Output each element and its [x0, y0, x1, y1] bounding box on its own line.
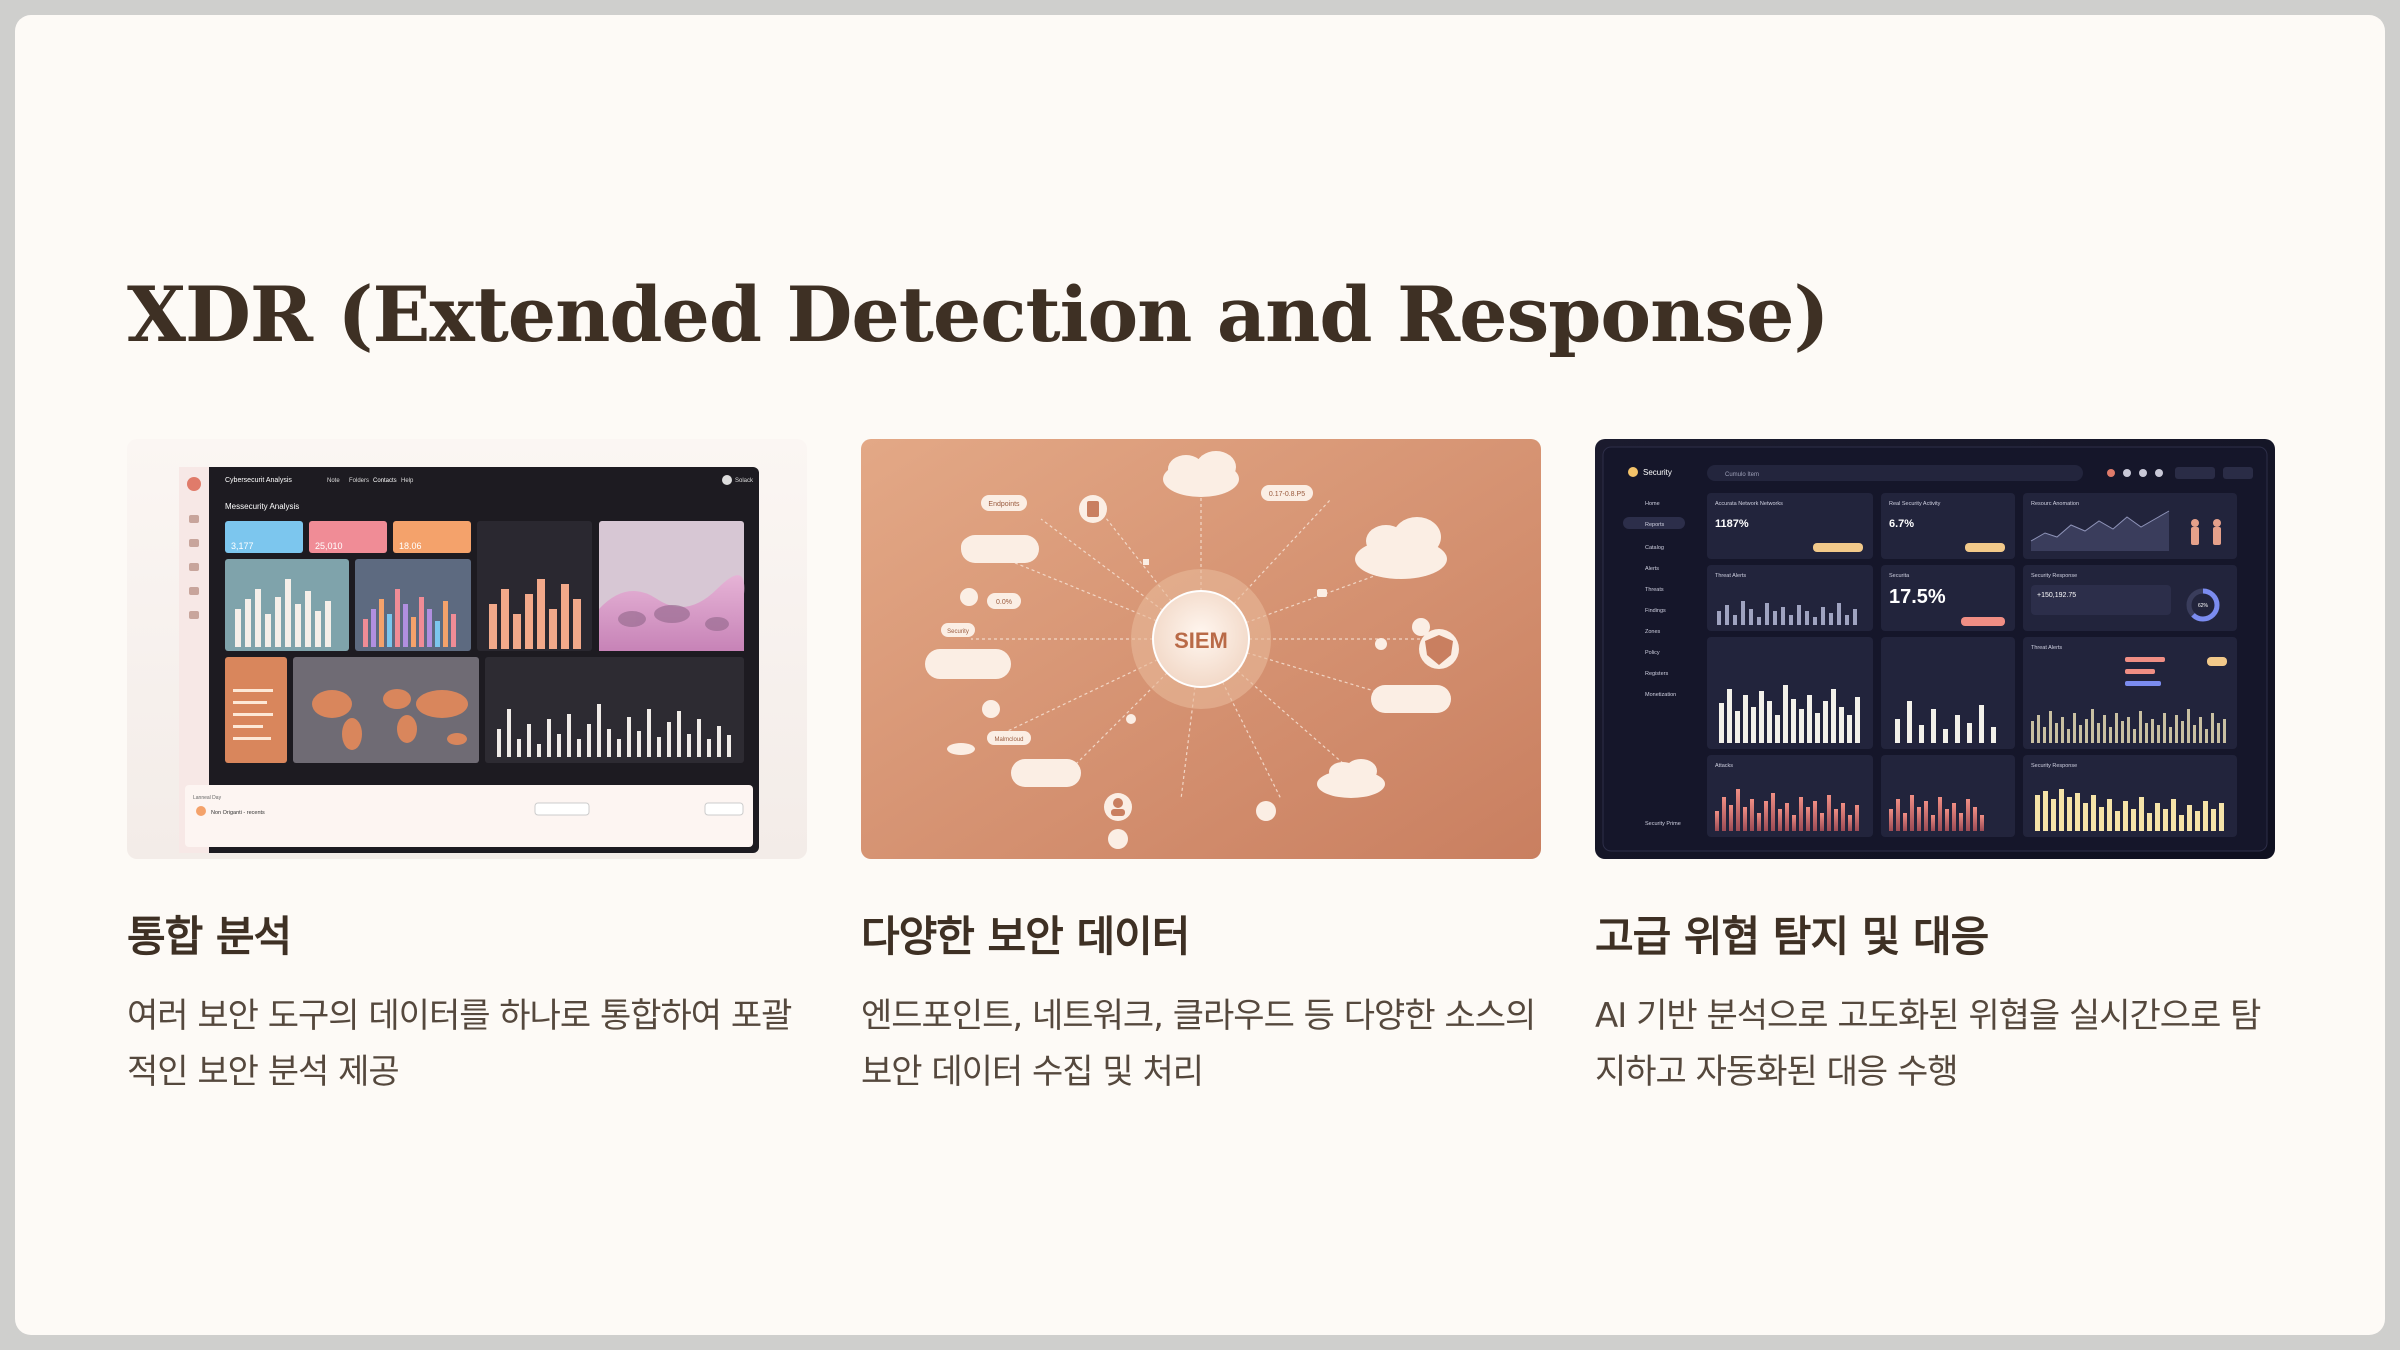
app3-title: Security [1643, 468, 1672, 477]
node-label-ip: 0.17-0.8.P5 [1269, 491, 1305, 498]
app1-user: Solack [735, 478, 754, 484]
app3-sidebar-9[interactable]: Monetization [1645, 692, 1676, 698]
gauge-value: 62% [2198, 603, 2209, 609]
card-heading-integrated-analysis: 통합 분석 [127, 912, 292, 961]
kpi-1-value: 6.7% [1889, 518, 1914, 530]
app3-sidebar-7[interactable]: Policy [1645, 650, 1660, 656]
app3-sidebar-0[interactable]: Home [1645, 501, 1660, 507]
card-body-integrated-analysis: 여러 보안 도구의 데이터를 하나로 통합하여 포괄적인 보안 분석 제공 [127, 996, 792, 1092]
app3-sidebar-5[interactable]: Findings [1645, 608, 1666, 614]
kpi-2-value: 17.5% [1889, 586, 1946, 608]
panel-title-security-response: Security Response [2031, 763, 2077, 769]
app1-nav-3[interactable]: Help [401, 478, 414, 484]
node-label-security: Security [947, 629, 969, 635]
kpi-2-title: Securita [1889, 573, 1910, 579]
kpi-1-title: Real Security Activity [1889, 501, 1941, 507]
card-heading-diverse-security-data: 다양한 보안 데이터 [861, 912, 1190, 961]
app1-nav-2[interactable]: Contacts [373, 478, 397, 484]
kpi-0-value: 1187% [1715, 518, 1749, 530]
card-integrated-analysis: Cybersecurit Analysis Note Folders Conta… [127, 439, 807, 1100]
card-heading-advanced-threat-detection: 고급 위협 탐지 및 대응 [1595, 912, 1989, 961]
siem-diagram-image: SIEM Endpoints 0.17-0.8.P5 0.0% Security… [861, 439, 1541, 859]
app3-sidebar-4[interactable]: Threats [1645, 587, 1664, 593]
app3-sidebar-2[interactable]: Catalog [1645, 545, 1664, 551]
app1-footer-item: Non Origanti - recents [211, 810, 265, 816]
app1-stat-2: 18.06 [399, 541, 422, 551]
app1-nav-1[interactable]: Folders [349, 478, 369, 484]
panel-title-anomation: Resourc Anomation [2031, 501, 2079, 507]
app1-nav-0[interactable]: Note [327, 478, 340, 484]
siem-label: SIEM [1174, 628, 1228, 653]
node-label-endpoints: Endpoints [988, 501, 1020, 508]
panel-title-threat-alerts-2: Threat Alerts [2031, 645, 2062, 651]
node-label-percent: 0.0% [996, 599, 1012, 606]
app3-sidebar-1[interactable]: Reports [1645, 522, 1665, 528]
kpi-3-title: Security Response [2031, 573, 2077, 579]
card-advanced-threat-detection: Security Cumulo Item Home Reports Catalo… [1595, 439, 2275, 1100]
slide-title: XDR (Extended Detection and Response) [127, 270, 1829, 359]
panel-title-attacks: Attacks [1715, 763, 1733, 769]
app1-footer-label: Lanneal Day [193, 795, 222, 801]
app3-sidebar-3[interactable]: Alerts [1645, 566, 1659, 572]
dashboard-image-3: Security Cumulo Item Home Reports Catalo… [1595, 439, 2275, 859]
app3-sidebar-8[interactable]: Registers [1645, 671, 1668, 677]
slide: XDR (Extended Detection and Response) Cy… [15, 15, 2385, 1335]
node-label-cloud: Malmcloud [994, 737, 1023, 743]
app1-stat-0: 3,177 [231, 541, 254, 551]
kpi-0-title: Accurata Network Networks [1715, 501, 1783, 507]
app1-stat-1: 25,010 [315, 541, 343, 551]
app3-sidebar-footer: Security Prime [1645, 821, 1681, 827]
app1-page-title: Messecurity Analysis [225, 502, 299, 511]
dashboard-image-1: Cybersecurit Analysis Note Folders Conta… [127, 439, 807, 859]
app3-search-input[interactable]: Cumulo Item [1725, 472, 1759, 478]
card-body-advanced-threat-detection: AI 기반 분석으로 고도화된 위협을 실시간으로 탐지하고 자동화된 대응 수… [1595, 996, 2261, 1092]
app3-sidebar-6[interactable]: Zones [1645, 629, 1661, 635]
panel-title-threat-alerts: Threat Alerts [1715, 573, 1746, 579]
app1-title: Cybersecurit Analysis [225, 477, 292, 484]
card-body-diverse-security-data: 엔드포인트, 네트워크, 클라우드 등 다양한 소스의 보안 데이터 수집 및 … [861, 996, 1536, 1092]
kpi-3-value: +150,192.75 [2037, 592, 2076, 599]
card-diverse-security-data: SIEM Endpoints 0.17-0.8.P5 0.0% Security… [861, 439, 1541, 1100]
